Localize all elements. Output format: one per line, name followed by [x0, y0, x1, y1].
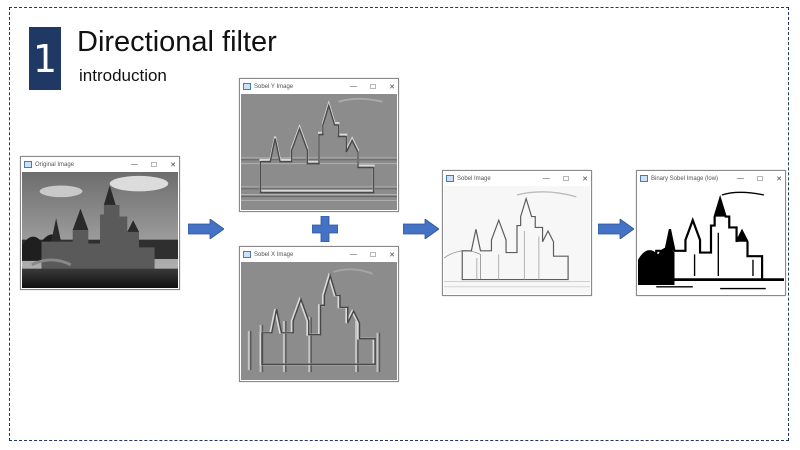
minimize-icon[interactable]: — [349, 83, 357, 90]
maximize-icon[interactable]: ☐ [369, 83, 377, 91]
minimize-icon[interactable]: — [130, 161, 138, 168]
window-titlebar[interactable]: Original Image — ☐ ✕ [21, 157, 179, 172]
right-arrow-icon [598, 219, 634, 239]
maximize-icon[interactable]: ☐ [150, 161, 158, 169]
slide-title: Directional filter [77, 26, 277, 58]
close-icon[interactable]: ✕ [389, 83, 395, 91]
close-icon[interactable]: ✕ [582, 175, 588, 183]
close-icon[interactable]: ✕ [776, 175, 782, 183]
window-title: Sobel Image [457, 175, 491, 182]
sobel-x-image [241, 262, 397, 380]
binary-sobel-image-window[interactable]: Binary Sobel Image (low) — ☐ ✕ [636, 170, 786, 296]
plus-icon [312, 216, 338, 242]
sobel-y-image-window[interactable]: Sobel Y Image — ☐ ✕ [239, 78, 399, 212]
minimize-icon[interactable]: — [349, 251, 357, 258]
original-image-window[interactable]: Original Image — ☐ ✕ [20, 156, 180, 290]
window-title: Sobel X Image [254, 251, 294, 258]
close-icon[interactable]: ✕ [170, 161, 176, 169]
window-title: Binary Sobel Image (low) [651, 175, 719, 182]
maximize-icon[interactable]: ☐ [369, 251, 377, 259]
app-icon [24, 161, 32, 168]
app-icon [243, 251, 251, 258]
window-titlebar[interactable]: Binary Sobel Image (low) — ☐ ✕ [637, 171, 785, 186]
slide-frame [9, 7, 789, 441]
sobel-y-image [241, 94, 397, 210]
window-title: Sobel Y Image [254, 83, 294, 90]
sobel-image-window[interactable]: Sobel Image — ☐ ✕ [442, 170, 592, 296]
maximize-icon[interactable]: ☐ [562, 175, 570, 183]
window-titlebar[interactable]: Sobel Image — ☐ ✕ [443, 171, 591, 186]
right-arrow-icon [188, 219, 224, 239]
window-title: Original Image [35, 161, 75, 168]
minimize-icon[interactable]: — [736, 175, 744, 182]
sobel-image [444, 186, 590, 294]
maximize-icon[interactable]: ☐ [756, 175, 764, 183]
right-arrow-icon [403, 219, 439, 239]
app-icon [640, 175, 648, 182]
app-icon [446, 175, 454, 182]
slide-number-badge: 1 [29, 27, 61, 90]
slide-subtitle: introduction [79, 66, 167, 85]
binary-sobel-image [638, 186, 784, 294]
close-icon[interactable]: ✕ [389, 251, 395, 259]
sobel-x-image-window[interactable]: Sobel X Image — ☐ ✕ [239, 246, 399, 382]
minimize-icon[interactable]: — [542, 175, 550, 182]
window-titlebar[interactable]: Sobel X Image — ☐ ✕ [240, 247, 398, 262]
app-icon [243, 83, 251, 90]
window-titlebar[interactable]: Sobel Y Image — ☐ ✕ [240, 79, 398, 94]
original-image [22, 172, 178, 288]
